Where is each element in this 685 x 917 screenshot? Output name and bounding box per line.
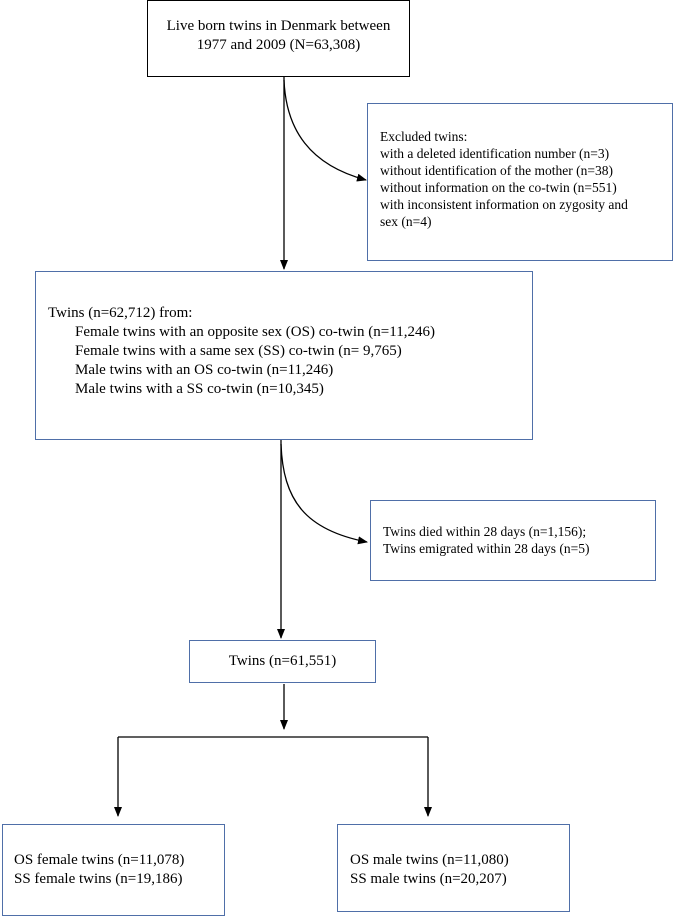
excluded-item: with a deleted identification number (n=… bbox=[380, 146, 610, 161]
female-box: OS female twins (n=11,078) SS female twi… bbox=[2, 824, 225, 916]
male-box: OS male twins (n=11,080) SS male twins (… bbox=[337, 824, 570, 912]
cohort-item: Male twins with an OS co-twin (n=11,246) bbox=[75, 362, 334, 378]
died-box: Twins died within 28 days (n=1,156); Twi… bbox=[370, 500, 656, 581]
cohort-item: Female twins with an opposite sex (OS) c… bbox=[75, 324, 435, 340]
excluded-item: without information on the co-twin (n=55… bbox=[380, 180, 617, 195]
male-line-1: OS male twins (n=11,080) bbox=[350, 852, 509, 868]
died-line-2: Twins emigrated within 28 days (n=5) bbox=[383, 541, 590, 556]
cohort-title: Twins (n=62,712) from: bbox=[48, 305, 193, 321]
excluded-item: with inconsistent information on zygosit… bbox=[380, 197, 628, 212]
female-line-1: OS female twins (n=11,078) bbox=[14, 852, 185, 868]
arrow-to-excluded bbox=[283, 79, 367, 182]
female-line-2: SS female twins (n=19,186) bbox=[14, 871, 183, 887]
cohort-item: Male twins with a SS co-twin (n=10,345) bbox=[75, 381, 324, 397]
final-label: Twins (n=61,551) bbox=[228, 653, 337, 669]
source-line-1: Live born twins in Denmark between bbox=[166, 18, 391, 34]
cohort-box: Twins (n=62,712) from: Female twins with… bbox=[35, 271, 533, 440]
arrow-to-died bbox=[280, 443, 368, 545]
excluded-box: Excluded twins: with a deleted identific… bbox=[367, 103, 673, 261]
source-box: Live born twins in Denmark between 1977 … bbox=[147, 0, 410, 77]
final-box: Twins (n=61,551) bbox=[189, 640, 376, 683]
cohort-item: Female twins with a same sex (SS) co-twi… bbox=[75, 343, 402, 359]
source-line-2: 1977 and 2009 (N=63,308) bbox=[196, 37, 361, 53]
died-line-1: Twins died within 28 days (n=1,156); bbox=[383, 524, 587, 539]
male-line-2: SS male twins (n=20,207) bbox=[350, 871, 507, 887]
excluded-item: without identification of the mother (n=… bbox=[380, 163, 613, 178]
excluded-item: sex (n=4) bbox=[380, 214, 432, 229]
excluded-title: Excluded twins: bbox=[380, 129, 468, 144]
